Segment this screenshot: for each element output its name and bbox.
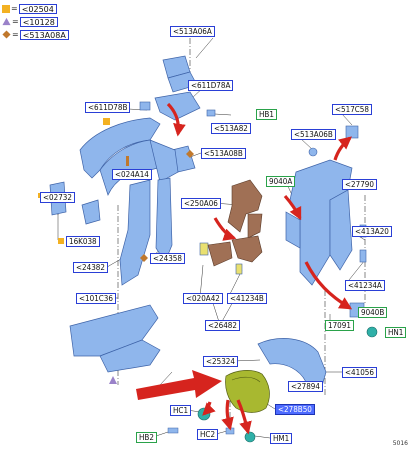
part-label-101c36[interactable]: <101C36 [76,293,116,304]
legend-code[interactable]: <02504 [18,3,57,14]
part-label-9040b[interactable]: 9040B [358,307,388,318]
legend-row: = <513A08A [2,29,69,40]
orange-diamond-icon [2,30,11,39]
part-label-27894[interactable]: <27894 [288,381,323,392]
yellow-square-icon [2,4,10,13]
part-label-26482[interactable]: <26482 [205,320,240,331]
diagram-code: 5016 [392,440,408,447]
part-label-024a14[interactable]: <024A14 [112,169,152,180]
part-label-513a82[interactable]: <513A82 [211,123,251,134]
part-label-9040a[interactable]: 9040A [266,176,296,187]
legend-row: = <10128 [2,16,58,27]
right-apron-panel [285,159,353,286]
legend-equals: = [12,30,19,39]
part-label-hm1[interactable]: HM1 [270,433,293,444]
part-label-513a06a[interactable]: <513A06A [170,26,215,37]
part-label-24382[interactable]: <24382 [73,262,108,273]
part-label-41056[interactable]: <41056 [342,367,377,378]
part-label-020a42[interactable]: <020A42 [183,293,223,304]
part-label-41234a[interactable]: <41234A [345,280,385,291]
part-label-517c58[interactable]: <517C58 [332,104,372,115]
part-label-611d78a[interactable]: <611D78A [188,80,234,91]
part-label-41234b[interactable]: <41234B [227,293,267,304]
part-label-02732[interactable]: <02732 [40,192,75,203]
purple-triangle-icon [2,17,11,26]
part-label-17091[interactable]: 17091 [325,320,354,331]
part-label-hc1[interactable]: HC1 [170,405,192,416]
part-label-413a20[interactable]: <413A20 [352,226,392,237]
part-label-611d78b[interactable]: <611D78B [85,102,131,113]
part-label-hb2[interactable]: HB2 [136,432,157,443]
legend-code[interactable]: <513A08A [19,29,69,40]
part-label-24358[interactable]: <24358 [150,253,185,264]
legend-equals: = [12,17,19,26]
large-red-arrow [136,370,222,400]
part-label-hb1[interactable]: HB1 [256,109,277,120]
legend-equals: = [11,4,18,13]
part-label-278b50[interactable]: <278B50 [275,404,315,415]
part-label-513a06b[interactable]: <513A06B [291,129,336,140]
red-direction-arrows [166,102,353,435]
part-label-250a06[interactable]: <250A06 [181,198,221,209]
part-label-hn1[interactable]: HN1 [385,327,407,338]
legend-row: = <02504 [2,3,57,14]
part-label-hc2[interactable]: HC2 [197,429,219,440]
part-label-513a08b[interactable]: <513A08B [201,148,246,159]
upper-apron-reinforcement [79,117,179,196]
part-label-25324[interactable]: <25324 [203,356,238,367]
lower-rail [69,304,161,373]
brown-bracket-assembly [207,179,263,267]
part-label-27790[interactable]: <27790 [342,179,377,190]
part-label-16k038[interactable]: 16K038 [66,236,100,247]
legend-code[interactable]: <10128 [19,16,58,27]
